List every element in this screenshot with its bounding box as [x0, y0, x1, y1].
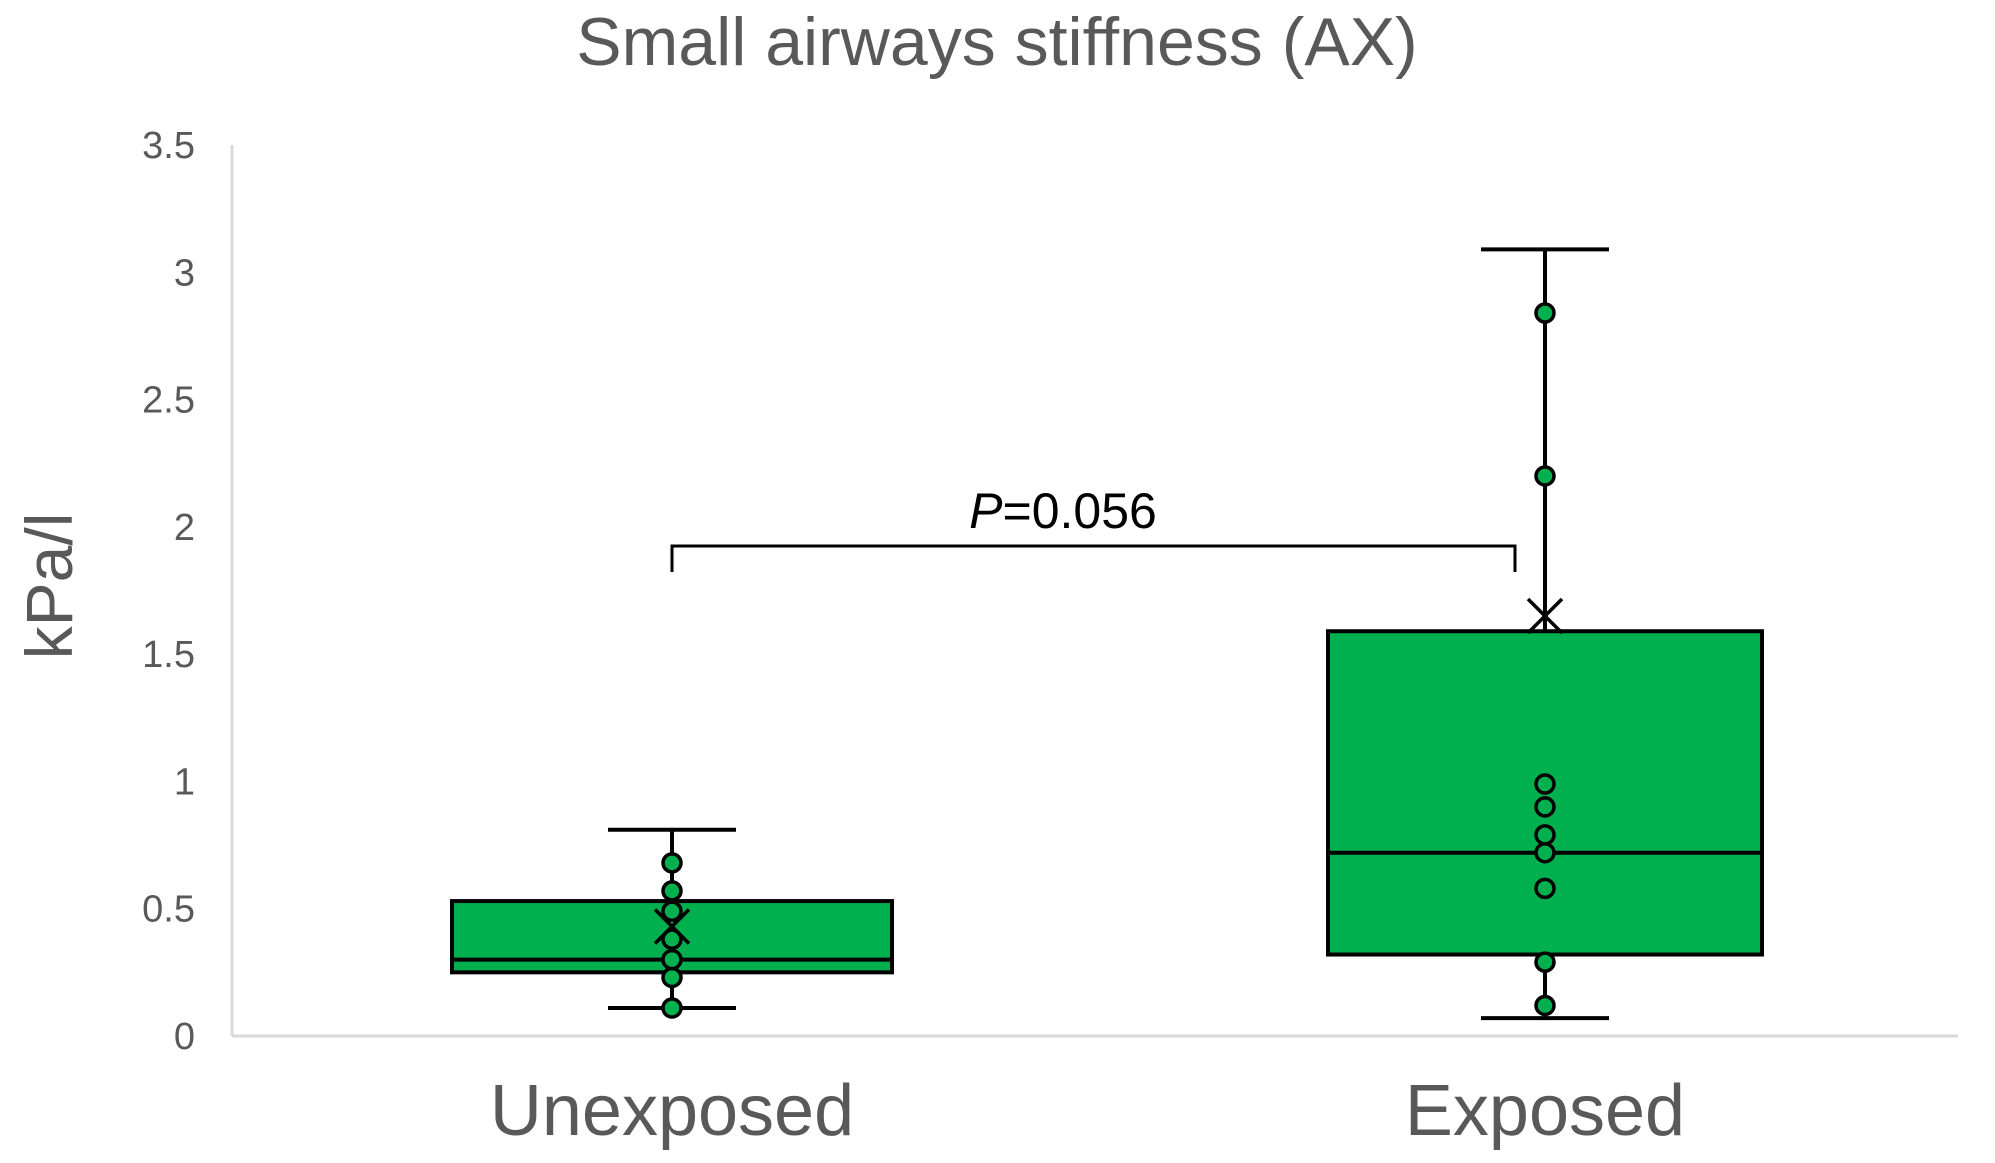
y-tick-label: 0: [174, 1016, 195, 1058]
data-point: [1534, 841, 1556, 864]
data-point: [661, 997, 683, 1019]
data-point: [1534, 824, 1556, 846]
y-tick-label: 1: [174, 761, 195, 803]
y-axis-ticks: 0 0.5 1 1.5 2 2.5 3 3.5: [142, 125, 195, 1058]
x-axis-ticks: Unexposed Exposed: [490, 1071, 1685, 1151]
box-series: [450, 247, 1764, 1021]
p-value-label: P=0.056: [969, 483, 1157, 539]
y-tick-label: 3: [174, 252, 195, 294]
data-point: [1534, 302, 1556, 324]
y-tick-label: 2.5: [142, 380, 195, 422]
data-point: [1534, 796, 1556, 818]
y-tick-label: 2: [174, 507, 195, 549]
chart-title: Small airways stiffness (AX): [576, 4, 1417, 80]
data-point: [661, 928, 683, 951]
x-tick-label: Unexposed: [490, 1071, 854, 1151]
box-unexposed: [450, 827, 894, 1019]
y-tick-label: 1.5: [142, 634, 195, 676]
data-point: [661, 966, 683, 989]
data-point: [1534, 994, 1556, 1017]
data-point: [1534, 773, 1556, 795]
data-point: [1534, 877, 1556, 900]
data-point: [661, 852, 683, 874]
significance-annotation: P=0.056: [670, 483, 1517, 572]
y-tick-label: 3.5: [142, 125, 195, 167]
x-tick-label: Exposed: [1405, 1071, 1685, 1151]
data-point: [661, 948, 683, 971]
significance-bracket: [670, 544, 1517, 572]
data-point: [1534, 465, 1556, 487]
data-point: [661, 900, 683, 923]
y-tick-label: 0.5: [142, 889, 195, 931]
y-axis-label: kPa/l: [12, 513, 86, 660]
box-exposed: [1326, 247, 1764, 1021]
mean-marker: [1526, 597, 1564, 635]
mean-marker: [653, 908, 691, 945]
data-point: [1534, 951, 1556, 973]
data-point: [661, 880, 683, 902]
